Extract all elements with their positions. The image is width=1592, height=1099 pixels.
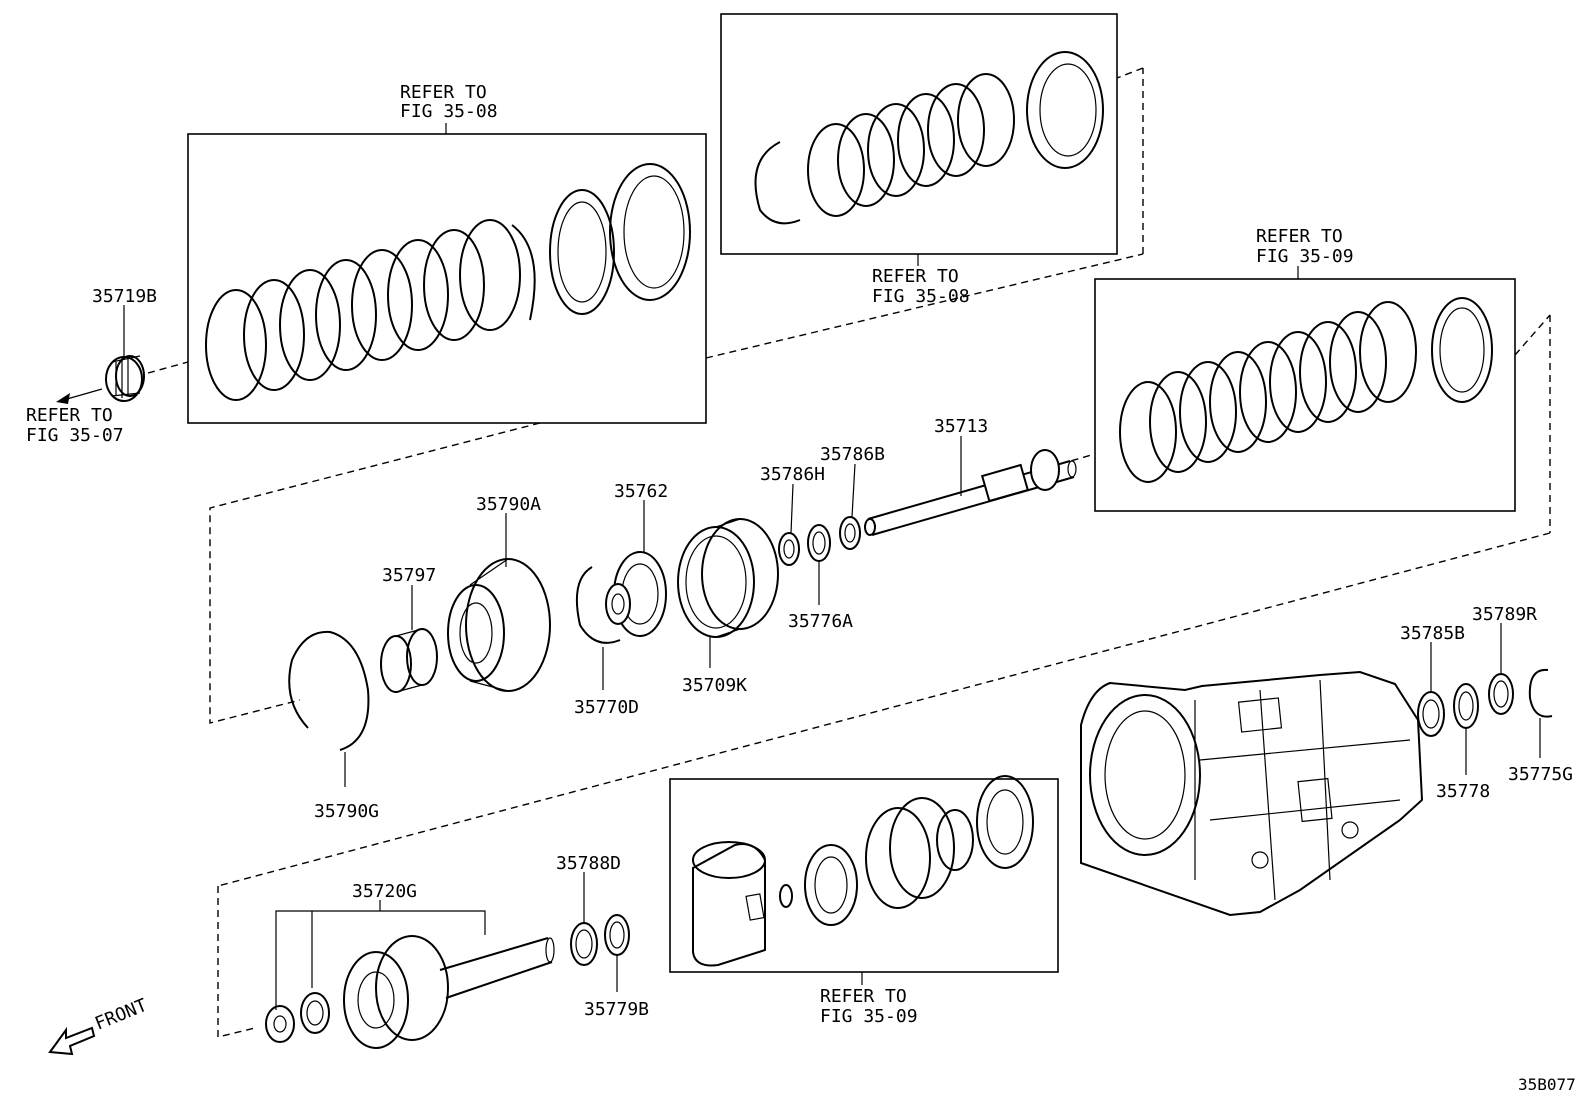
alignment-lines: [147, 67, 1551, 1038]
diagram-code: 35B077: [1518, 1075, 1576, 1094]
front-label: FRONT: [92, 995, 150, 1035]
clutch-pack-top: [754, 51, 1104, 225]
clutch-pack-right: [1119, 297, 1493, 483]
part-35762-planet-carrier: 35762: [605, 481, 668, 637]
refer-label-line2: FIG 35-08: [400, 101, 498, 122]
refer-box-fig-35-09-right: REFER TO FIG 35-09: [1094, 226, 1516, 512]
clutch-drum-assembly-bottom: [692, 775, 1034, 967]
clutch-pack-left: [205, 163, 691, 401]
refer-label-line1: REFER TO: [820, 986, 907, 1007]
part-number: 35713: [934, 416, 988, 437]
part-number: 35797: [382, 565, 436, 586]
refer-label-line1: REFER TO: [26, 405, 113, 426]
front-arrow-icon: [48, 1026, 96, 1056]
part-number: 35779B: [584, 999, 649, 1020]
part-35770D-snap-ring: 35770D: [574, 566, 639, 718]
part-number: 35776A: [788, 611, 853, 632]
refer-label-line1: REFER TO: [400, 82, 487, 103]
part-number: 35762: [614, 481, 668, 502]
part-number: 35786H: [760, 464, 825, 485]
part-35779B-bearing: 35779B: [584, 914, 649, 1020]
transmission-case: [1080, 670, 1424, 917]
part-35778-bearing: 35778: [1436, 683, 1490, 802]
part-35776A-thrust-bearing: 35776A: [788, 524, 853, 632]
part-35786B-washer: 35786B: [820, 444, 885, 550]
part-35797-needle-bearing: 35797: [380, 565, 438, 693]
part-number: 35770D: [574, 697, 639, 718]
refer-box-fig-35-09-bottom: REFER TO FIG 35-09: [669, 778, 1059, 1027]
refer-box-fig-35-08-top: REFER TO FIG 35-08: [720, 13, 1118, 307]
part-number: 35709K: [682, 675, 747, 696]
part-35713-input-shaft: 35713: [864, 416, 1077, 536]
part-number: 35719B: [92, 286, 157, 307]
part-number: 35790A: [476, 494, 541, 515]
part-number: 35789R: [1472, 604, 1537, 625]
part-number: 35790G: [314, 801, 379, 822]
refer-label-line1: REFER TO: [1256, 226, 1343, 247]
refer-label-line2: FIG 35-08: [872, 286, 970, 307]
part-35785B-seal: 35785B: [1400, 623, 1465, 737]
refer-fig-35-07: REFER TO FIG 35-07: [26, 388, 124, 446]
refer-label-line2: FIG 35-07: [26, 425, 124, 446]
part-35720G-output-shaft-assembly: 35720G: [265, 881, 555, 1049]
part-35786H-washer: 35786H: [760, 464, 825, 566]
part-35789R-washer: 35789R: [1472, 604, 1537, 715]
part-number: 35788D: [556, 853, 621, 874]
front-direction-indicator: FRONT: [48, 995, 150, 1056]
part-35775G-snap-ring: 35775G: [1508, 668, 1573, 785]
refer-label-line2: FIG 35-09: [820, 1006, 918, 1027]
refer-label-line1: REFER TO: [872, 266, 959, 287]
part-35788D-washer: 35788D: [556, 853, 621, 966]
part-number: 35785B: [1400, 623, 1465, 644]
part-number: 35775G: [1508, 764, 1573, 785]
part-number: 35786B: [820, 444, 885, 465]
arrow-icon: [56, 393, 70, 404]
refer-box-fig-35-08-left: REFER TO FIG 35-08: [187, 82, 707, 424]
part-number: 35778: [1436, 781, 1490, 802]
part-35709K-ring-gear: 35709K: [677, 518, 779, 696]
part-35790A-sun-gear-drum: 35790A: [447, 494, 551, 692]
part-35719B-bearing: 35719B: [92, 286, 157, 402]
part-number: 35720G: [352, 881, 417, 902]
refer-label-line2: FIG 35-09: [1256, 246, 1354, 267]
part-35790G-snap-ring: 35790G: [288, 630, 379, 822]
